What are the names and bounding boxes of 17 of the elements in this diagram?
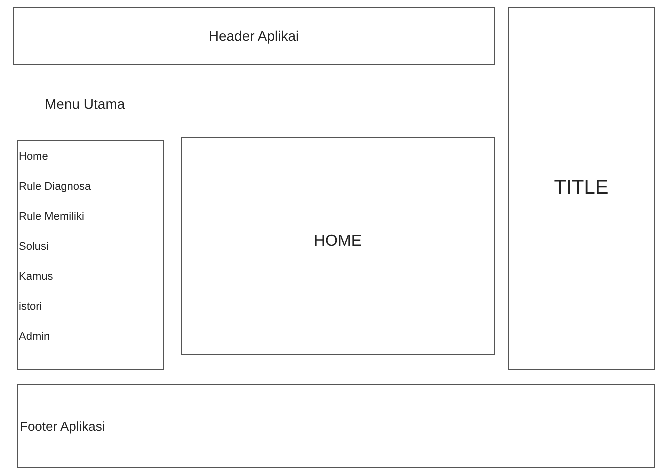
section-label: Menu Utama	[45, 95, 126, 114]
menu-item: Admin	[18, 330, 52, 345]
menu-item: Rule Diagnosa	[18, 180, 92, 195]
box-text: Footer Aplikasi	[20, 418, 106, 436]
header-box	[13, 7, 495, 65]
menu-item: Solusi	[18, 240, 50, 255]
menu-item: Rule Memiliki	[18, 210, 86, 225]
box-text: TITLE	[554, 176, 609, 201]
footer-box	[17, 384, 655, 468]
menu-panel	[17, 140, 164, 370]
content-panel	[181, 137, 495, 355]
box-text: HOME	[314, 232, 362, 252]
box-text: Header Aplikai	[208, 26, 300, 46]
title-panel	[508, 7, 655, 370]
menu-item: istori	[18, 300, 44, 315]
menu-item: Kamus	[18, 270, 54, 285]
menu-item: Home	[18, 150, 50, 165]
